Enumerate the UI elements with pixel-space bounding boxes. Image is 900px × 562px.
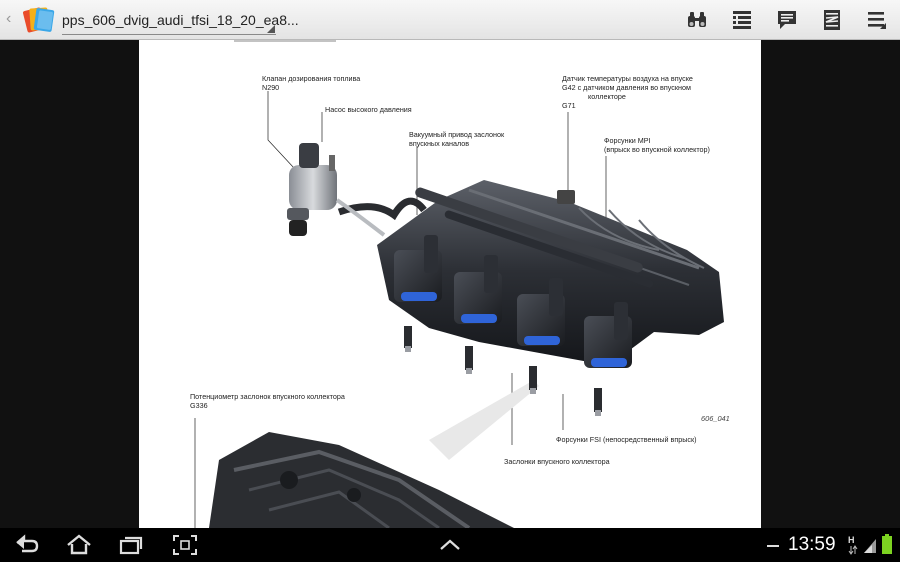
title-dropdown-corner bbox=[267, 25, 275, 33]
document-title[interactable]: pps_606_dvig_audi_tfsi_18_20_ea8... bbox=[62, 12, 299, 28]
app-logo-icon[interactable] bbox=[22, 4, 56, 36]
chevron-up-icon[interactable] bbox=[438, 538, 462, 552]
label-fuel-metering-valve: Клапан дозирования топлива N290 bbox=[262, 74, 361, 92]
outline-icon[interactable] bbox=[731, 9, 753, 31]
battery-icon bbox=[882, 534, 892, 554]
notification-dash-icon[interactable] bbox=[767, 545, 779, 547]
high-pressure-pump bbox=[287, 143, 386, 237]
label-potentiometer: Потенциометр заслонок впускного коллекто… bbox=[190, 392, 345, 410]
magnifier-cone bbox=[429, 380, 539, 460]
network-type-label: H bbox=[848, 535, 855, 545]
overflow-menu-icon[interactable] bbox=[866, 9, 888, 31]
data-arrows-icon bbox=[848, 545, 858, 555]
recent-apps-icon[interactable] bbox=[118, 534, 144, 556]
label-intake-flaps: Заслонки впускного коллектора bbox=[504, 457, 610, 466]
vacuum-hose bbox=[337, 197, 427, 221]
title-underline bbox=[62, 34, 276, 35]
fsi-injectors bbox=[404, 326, 602, 416]
system-nav-bar: 13:59 H bbox=[0, 528, 900, 562]
annotations-icon[interactable] bbox=[821, 9, 843, 31]
label-high-pressure-pump: Насос высокого давления bbox=[325, 105, 412, 114]
home-icon[interactable] bbox=[66, 534, 92, 556]
clock-time[interactable]: 13:59 bbox=[788, 534, 836, 555]
comment-icon[interactable] bbox=[776, 9, 798, 31]
cropped-text-line bbox=[234, 40, 336, 42]
action-bar: ‹ pps_606_dvig_audi_tfsi_18_20_ea8... bbox=[0, 0, 900, 40]
mpi-injectors bbox=[424, 235, 628, 340]
back-icon[interactable] bbox=[14, 534, 40, 556]
label-air-temp-sensor: Датчик температуры воздуха на впуске G42… bbox=[562, 74, 693, 110]
label-mpi-injectors: Форсунки MPI (впрыск во впускной коллект… bbox=[604, 136, 710, 154]
figure-number: 606_041 bbox=[701, 414, 730, 423]
document-page[interactable]: Клапан дозирования топлива N290 Насос вы… bbox=[139, 40, 761, 528]
signal-strength-icon bbox=[864, 539, 876, 553]
document-viewer[interactable]: Клапан дозирования топлива N290 Насос вы… bbox=[0, 40, 900, 528]
intake-flap-seals bbox=[401, 292, 627, 367]
label-fsi-injectors: Форсунки FSI (непосредственный впрыск) bbox=[556, 435, 697, 444]
back-chevron-icon[interactable]: ‹ bbox=[6, 10, 12, 27]
screenshot-icon[interactable] bbox=[172, 534, 198, 556]
manifold-detail-view bbox=[209, 432, 514, 528]
engine-intake-illustration bbox=[194, 40, 724, 528]
label-vacuum-actuator: Вакуумный привод заслонок впускных канал… bbox=[409, 130, 505, 148]
binoculars-icon[interactable] bbox=[686, 9, 708, 31]
